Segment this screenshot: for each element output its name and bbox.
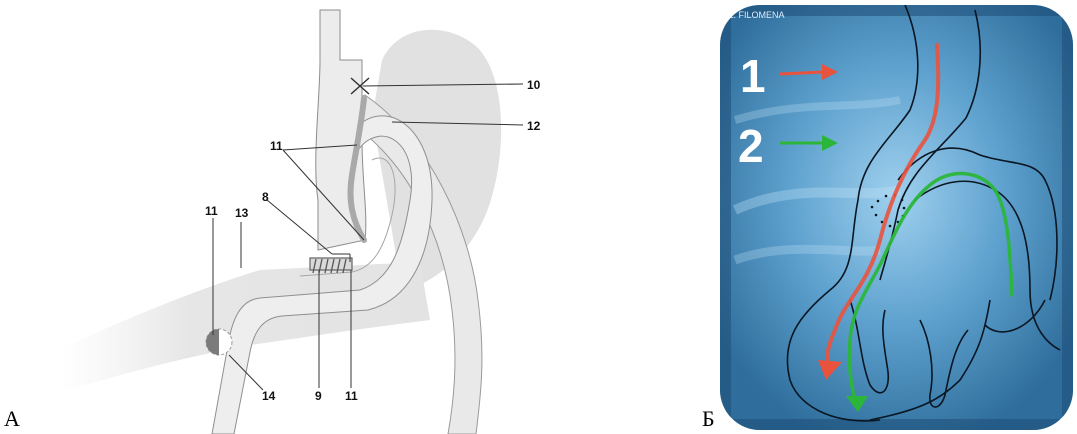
panel-b-xray: 1 2 EZ. FILOMENA xyxy=(720,5,1073,430)
enteroanastomosis-marker xyxy=(206,329,232,355)
callout-13: 13 xyxy=(235,206,249,220)
legend-label-1: 1 xyxy=(740,50,766,102)
panel-letter-a: А xyxy=(4,406,20,432)
callout-10: 10 xyxy=(527,78,541,92)
callout-11-top: 11 xyxy=(270,139,283,153)
callout-8: 8 xyxy=(262,190,269,204)
legend-label-2: 2 xyxy=(738,120,764,172)
panel-a-diagram: 10 12 11 8 11 13 9 11 14 xyxy=(60,10,541,434)
callout-12: 12 xyxy=(527,119,541,133)
callout-11-left: 11 xyxy=(205,204,218,218)
callout-9: 9 xyxy=(315,389,322,403)
callout-14: 14 xyxy=(262,389,276,403)
callout-11-bottom: 11 xyxy=(345,389,358,403)
panel-letter-b: Б xyxy=(702,406,715,432)
